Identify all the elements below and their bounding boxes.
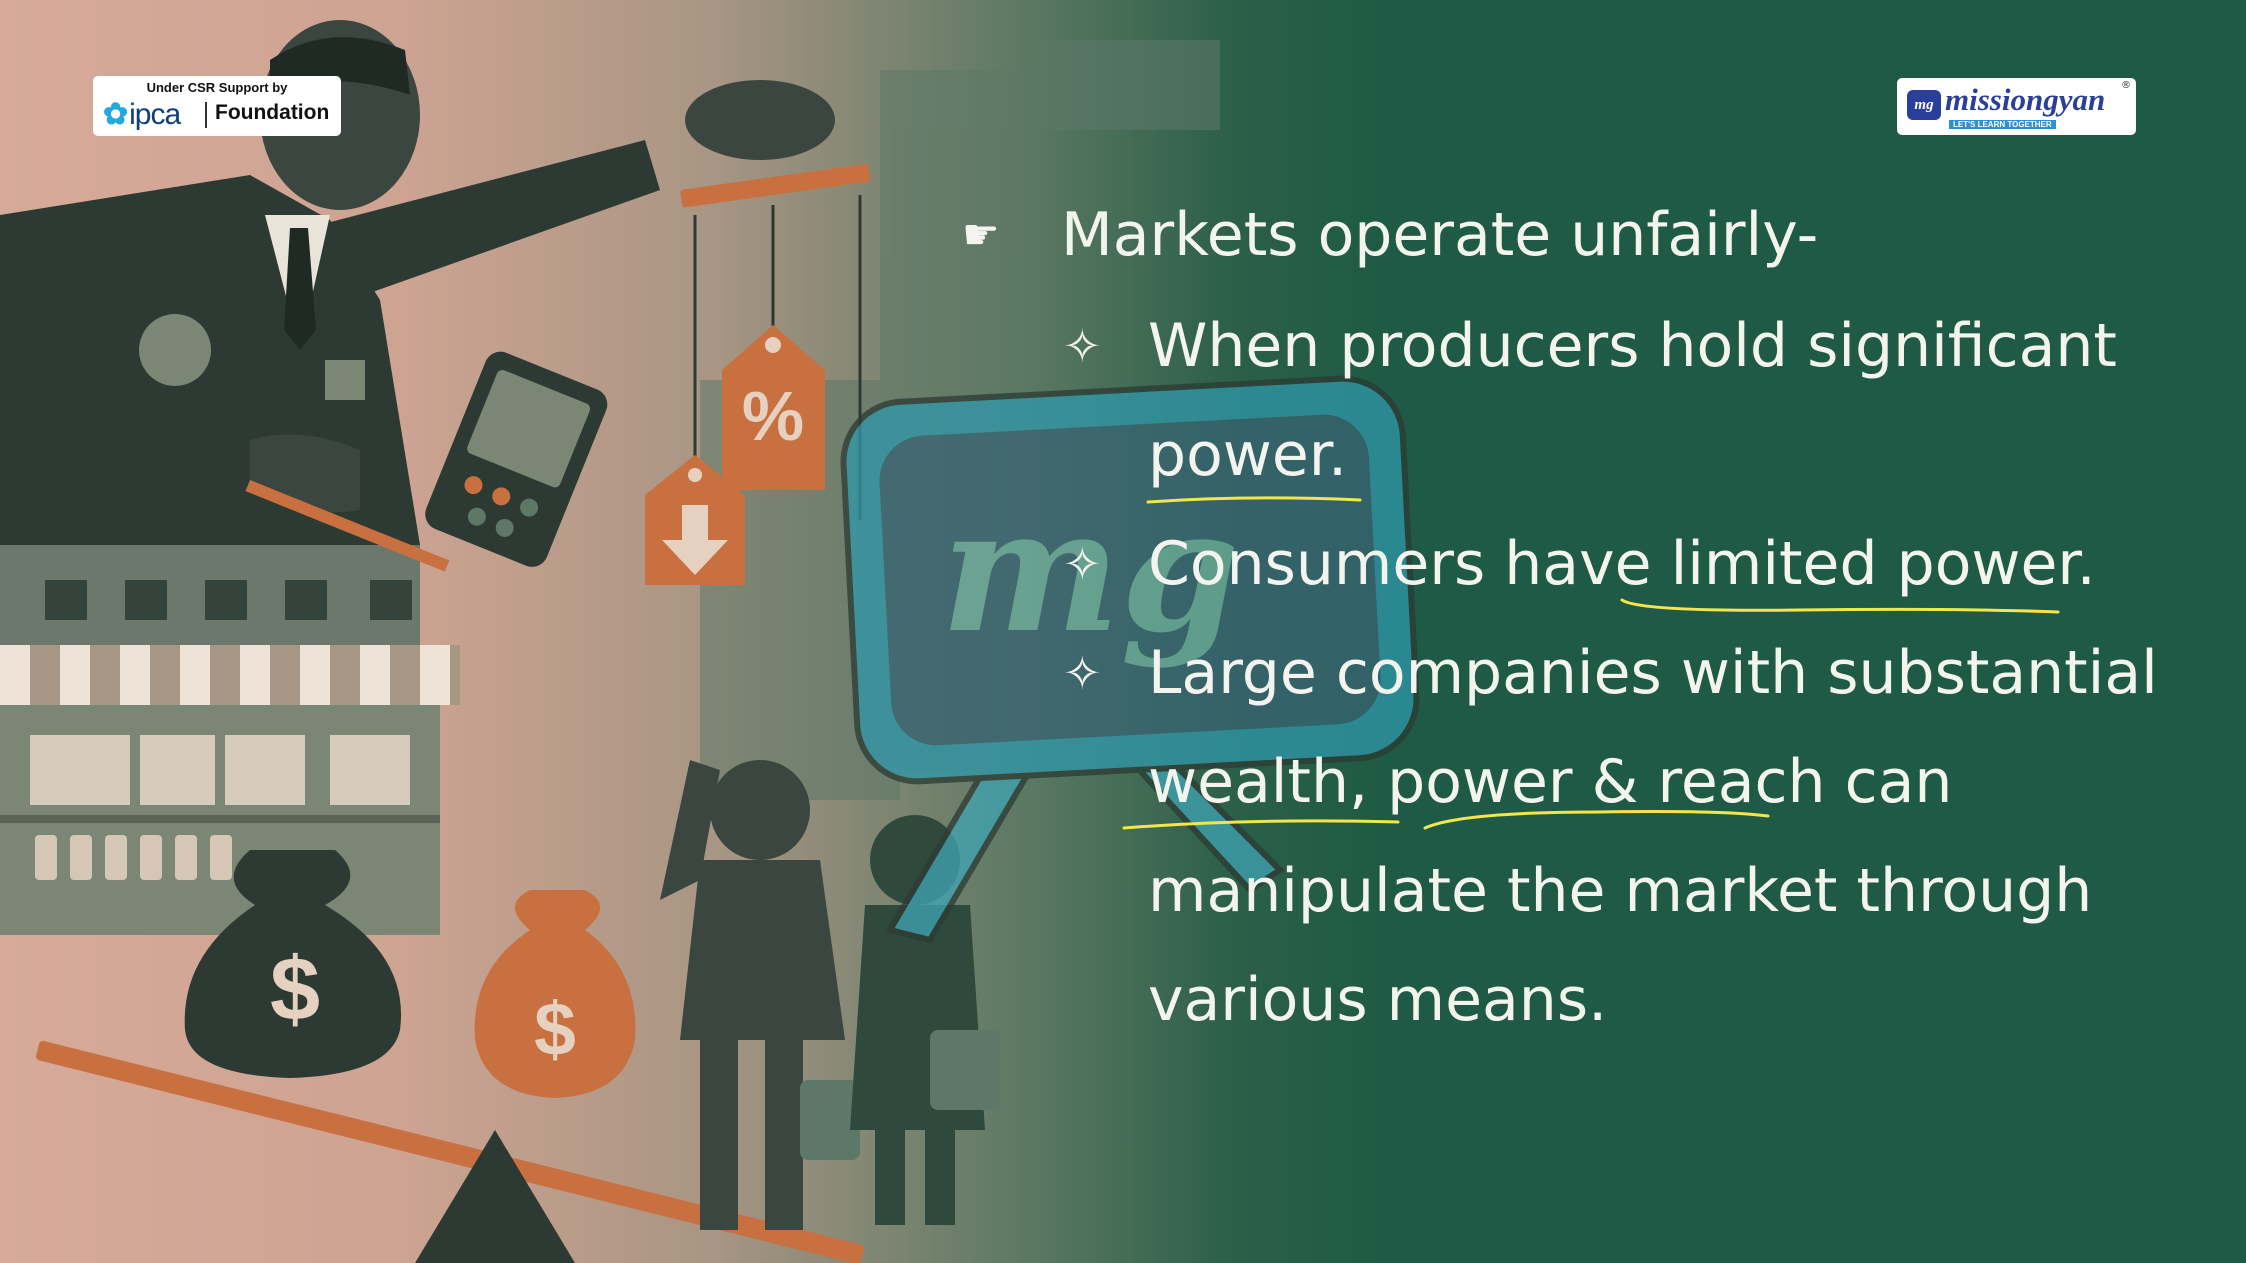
seesaw-scale [36, 1040, 864, 1263]
bag-orange-dollar: $ [534, 987, 576, 1071]
missiongyan-tagline: LET'S LEARN TOGETHER [1949, 120, 2056, 129]
market-manipulation-illustration: % $ $ [0, 20, 1220, 1263]
shop-building [0, 545, 460, 935]
ipca-foundation-logo: Under CSR Support by ✿ipca Foundation [93, 76, 341, 136]
sub-bullet-3-line-1: Large companies with substantial [1148, 638, 2158, 708]
ipca-flower-icon: ✿ [103, 98, 128, 131]
ipca-name: ipca [129, 98, 181, 131]
mg-badge-icon: mg [1907, 90, 1941, 120]
tag-percent-label: % [742, 377, 804, 455]
sparkle-bullet-icon: ✧ [1063, 319, 1102, 373]
price-tag-percent: % [722, 325, 825, 490]
sub-bullet-1-line-2: power. [1148, 420, 1348, 490]
bullet-main-text: Markets operate unfairly- [1061, 200, 1819, 270]
bag-dark-dollar: $ [270, 940, 320, 1040]
missiongyan-name: missiongyan [1945, 82, 2106, 117]
worried-man [660, 760, 860, 1230]
sparkle-bullet-icon: ✧ [1063, 646, 1102, 700]
businessman-figure [0, 20, 835, 572]
smartphone [425, 351, 608, 567]
watermark-text: mg [941, 471, 1240, 671]
registered-mark: ® [2121, 80, 2131, 91]
ipca-caption: Under CSR Support by [146, 80, 288, 95]
pointing-hand-bullet-icon: ☛ [962, 210, 1000, 259]
sparkle-bullet-icon: ✧ [1063, 537, 1102, 591]
sub-bullet-3-line-2: wealth, power & reach can [1148, 747, 1953, 817]
money-bag-orange: $ [474, 890, 636, 1098]
price-tag-down-arrow [645, 455, 745, 585]
sub-bullet-3-line-4: various means. [1148, 965, 1608, 1035]
ipca-wordmark: ✿ipca [103, 97, 181, 132]
sub-bullet-1-line-1: When producers hold significant [1148, 311, 2117, 381]
ipca-foundation-text: Foundation [215, 101, 330, 124]
mg-watermark: mg [840, 375, 1420, 944]
ipca-divider [205, 102, 207, 128]
money-bag-dark: $ [184, 850, 402, 1078]
sub-bullet-3-line-3: manipulate the market through [1148, 856, 2093, 926]
sub-bullet-2-line-1: Consumers have limited power. [1148, 529, 2096, 599]
missiongyan-logo: mg missiongyan LET'S LEARN TOGETHER ® [1897, 78, 2136, 135]
